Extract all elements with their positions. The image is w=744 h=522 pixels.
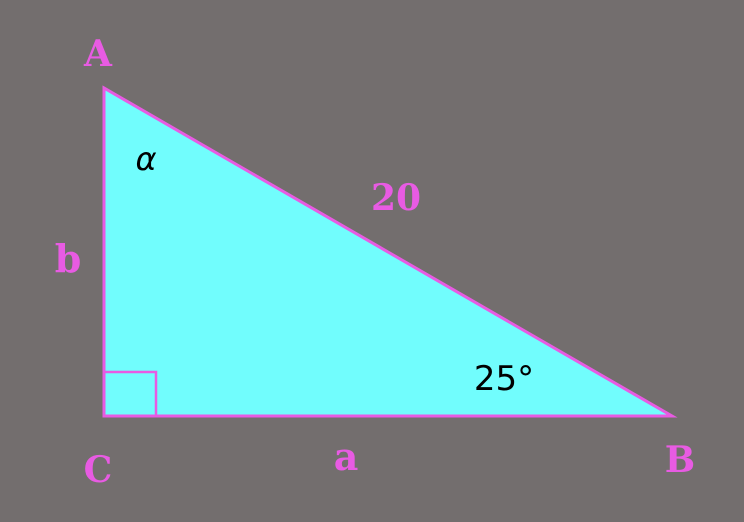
side-label-b: b bbox=[55, 236, 82, 281]
vertex-label-b: B bbox=[665, 439, 695, 481]
right-triangle bbox=[102, 85, 678, 418]
angle-label-b: 25° bbox=[474, 359, 534, 399]
angle-label-alpha: α bbox=[135, 140, 156, 178]
side-label-a: a bbox=[334, 434, 359, 479]
vertex-label-c: C bbox=[84, 449, 113, 491]
vertex-label-a: A bbox=[83, 33, 113, 75]
right-angle-marker bbox=[102, 370, 158, 418]
side-label-hypotenuse: 20 bbox=[371, 177, 421, 219]
